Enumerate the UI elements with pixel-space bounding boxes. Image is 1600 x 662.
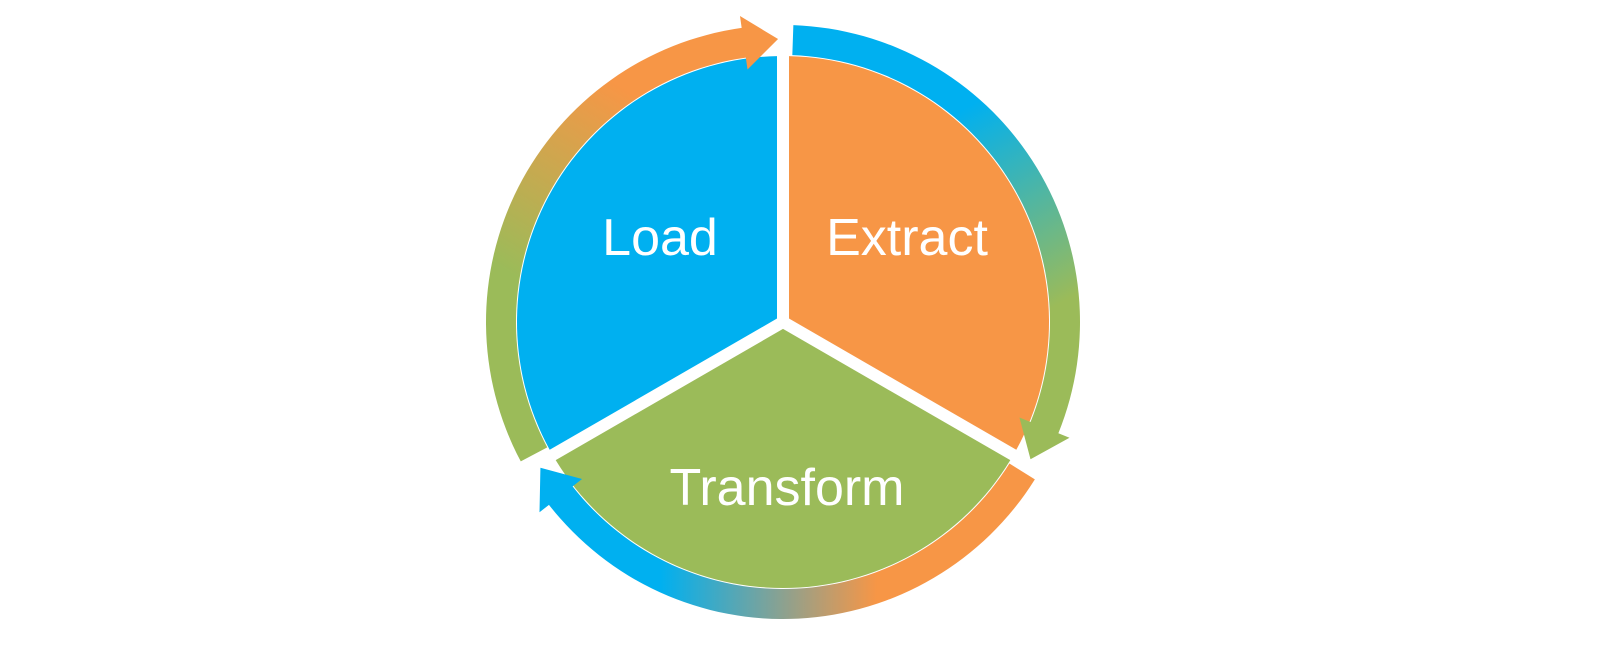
sector-transform — [555, 328, 1011, 588]
stage-label-transform: Transform — [670, 459, 905, 517]
sector-extract — [789, 56, 1050, 450]
cycle-arrow-load — [486, 16, 779, 462]
stage-label-extract: Extract — [826, 209, 988, 267]
stage-label-load: Load — [602, 209, 718, 267]
sector-load — [517, 56, 777, 450]
cycle-arrow-transform — [539, 463, 1035, 619]
cycle-arrow-extract — [792, 25, 1080, 460]
